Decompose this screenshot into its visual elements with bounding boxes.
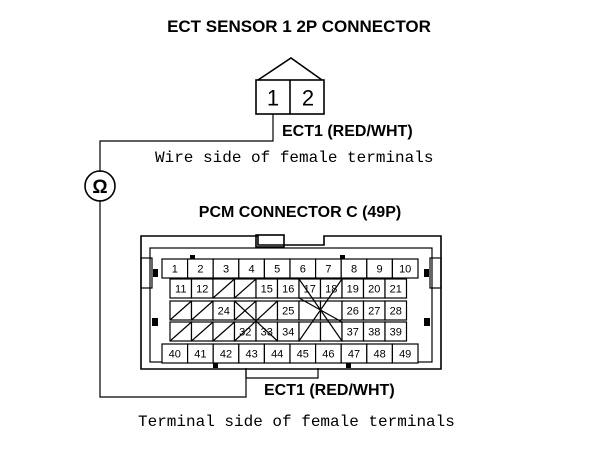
pcm-pin-28[interactable]: 28: [390, 306, 402, 318]
pcm-pin-46[interactable]: 46: [322, 349, 334, 361]
pcm-pin-cell: [391, 258, 419, 279]
ect-pin-2[interactable]: 2: [302, 86, 314, 111]
pcm-pin-cell: [391, 343, 419, 364]
pcm-pin-4[interactable]: 4: [249, 264, 255, 276]
pcm-pin-19[interactable]: 19: [347, 284, 359, 296]
pcm-pin-17[interactable]: 17: [304, 284, 316, 296]
empty-cavity-mark: [234, 278, 257, 299]
probe-lead: [245, 368, 319, 379]
empty-cavity-mark: [234, 300, 278, 342]
pcm-pin-cell: [384, 278, 408, 299]
pcm-pin-7[interactable]: 7: [325, 264, 331, 276]
pcm-pin-47[interactable]: 47: [348, 349, 360, 361]
pcm-pin-39[interactable]: 39: [390, 327, 402, 339]
pcm-pin-1[interactable]: 1: [172, 264, 178, 276]
pcm-pin-10[interactable]: 10: [399, 264, 411, 276]
pcm-pin-20[interactable]: 20: [368, 284, 380, 296]
pcm-pin-38[interactable]: 38: [368, 327, 380, 339]
pcm-pin-40[interactable]: 40: [169, 349, 181, 361]
pcm-pin-3[interactable]: 3: [223, 264, 229, 276]
pcm-pin-49[interactable]: 49: [399, 349, 411, 361]
empty-cavity-mark: [212, 321, 235, 342]
pcm-pin-21[interactable]: 21: [390, 284, 402, 296]
pcm-pin-42[interactable]: 42: [220, 349, 232, 361]
pcm-pin-5[interactable]: 5: [274, 264, 280, 276]
empty-cavity-mark: [191, 321, 214, 342]
empty-cavity-mark: [212, 278, 235, 299]
ect-view-label: Wire side of female terminals: [155, 149, 433, 167]
ohmmeter-icon: Ω: [84, 170, 116, 202]
empty-cavity-mark: [169, 300, 192, 321]
pcm-pin-34[interactable]: 34: [282, 327, 294, 339]
ohmmeter-symbol: Ω: [92, 177, 107, 198]
pcm-pin-18[interactable]: 18: [325, 284, 337, 296]
pcm-pin-11[interactable]: 11: [175, 284, 186, 296]
pcm-pin-9[interactable]: 9: [377, 264, 383, 276]
pcm-pin-41[interactable]: 41: [194, 349, 206, 361]
pcm-pin-44[interactable]: 44: [271, 349, 283, 361]
test-lead-wire: [99, 114, 274, 398]
pcm-pin-cell: [384, 321, 408, 342]
pcm-pin-48[interactable]: 48: [373, 349, 385, 361]
ect-wire-label-top: ECT1 (RED/WHT): [282, 123, 413, 140]
pcm-wire-label: ECT1 (RED/WHT): [264, 382, 395, 399]
pcm-pin-45[interactable]: 45: [297, 349, 309, 361]
ect-pin-1[interactable]: 1: [267, 86, 279, 111]
pcm-pin-6[interactable]: 6: [300, 264, 306, 276]
pcm-pin-33[interactable]: 33: [261, 327, 273, 339]
empty-cavity-mark: [191, 300, 214, 321]
pcm-connector-title: PCM CONNECTOR C (49P): [199, 204, 401, 221]
pcm-pin-8[interactable]: 8: [351, 264, 357, 276]
pcm-pin-12[interactable]: 12: [196, 284, 208, 296]
pcm-pin-27[interactable]: 27: [368, 306, 380, 318]
ect-sensor-connector: 1 2: [255, 57, 325, 115]
empty-cavity-mark: [298, 278, 343, 342]
empty-cavity-mark: [169, 321, 192, 342]
pcm-pin-43[interactable]: 43: [245, 349, 257, 361]
pcm-pin-cell: [384, 300, 408, 321]
pcm-pin-24[interactable]: 24: [218, 306, 230, 318]
pcm-pin-16[interactable]: 16: [282, 284, 294, 296]
pcm-pin-cell: [319, 300, 343, 321]
pcm-pin-37[interactable]: 37: [347, 327, 359, 339]
pcm-pin-15[interactable]: 15: [261, 284, 273, 296]
ect-connector-title: ECT SENSOR 1 2P CONNECTOR: [167, 17, 431, 36]
pcm-pin-32[interactable]: 32: [239, 327, 251, 339]
pcm-pin-2[interactable]: 2: [197, 264, 203, 276]
pcm-view-label: Terminal side of female terminals: [138, 413, 455, 431]
pcm-pin-25[interactable]: 25: [282, 306, 294, 318]
pcm-pin-26[interactable]: 26: [347, 306, 359, 318]
